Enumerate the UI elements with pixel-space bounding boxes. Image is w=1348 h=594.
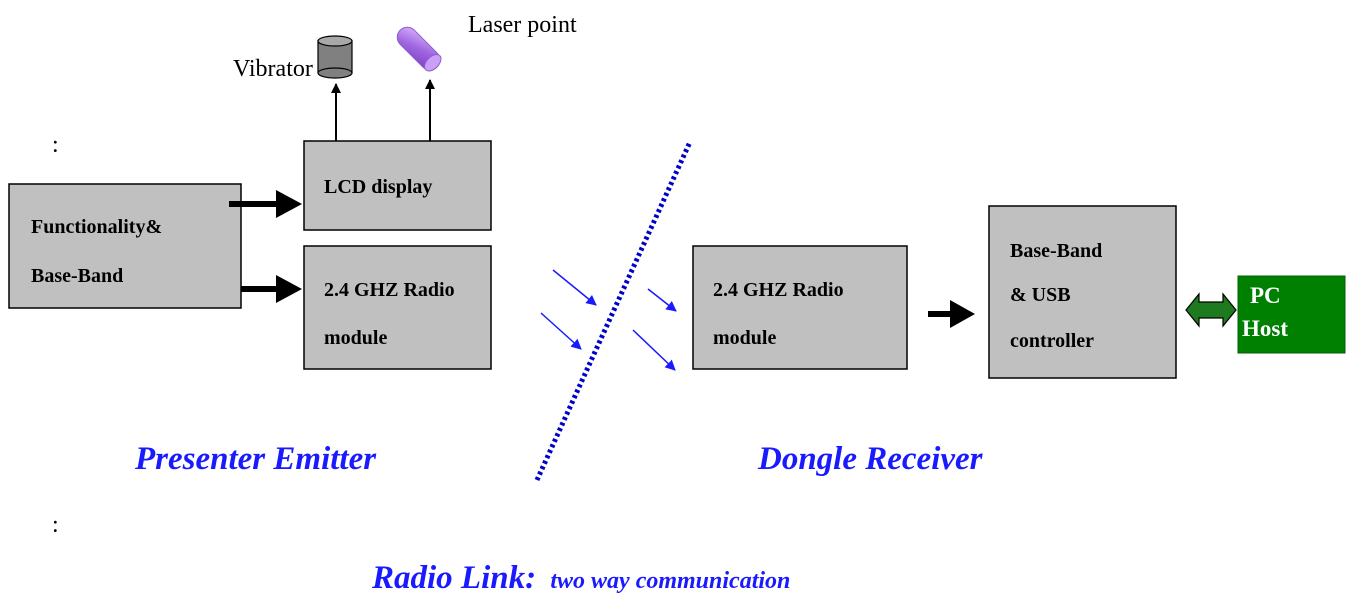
functionality-baseband-box: Functionality& Base-Band: [8, 183, 242, 309]
laser-pointer-icon: [396, 26, 442, 72]
receiver-radio-line1: 2.4 GHZ Radio: [713, 279, 844, 301]
radio-link-title: Radio Link: two way communication: [371, 560, 790, 594]
usb-controller-line3: controller: [1010, 330, 1094, 352]
colon-bottom: :: [52, 512, 59, 538]
emitter-radio-line2: module: [324, 327, 387, 349]
radio-wave-arrows: [540, 269, 677, 371]
to-radio-arrow: [241, 275, 302, 303]
radio-link-divider: [534, 140, 693, 482]
receiver-radio-module-box: 2.4 GHZ Radio module: [692, 245, 908, 370]
usb-controller-line1: Base-Band: [1010, 240, 1102, 262]
colon-top: :: [52, 132, 59, 158]
pc-host-line1: PC: [1250, 283, 1281, 308]
presenter-emitter-title: Presenter Emitter: [134, 441, 377, 477]
laser-point-label: Laser point: [468, 12, 577, 38]
baseband-usb-controller-box: Base-Band & USB controller: [988, 205, 1177, 379]
emitter-radio-module-box: 2.4 GHZ Radio module: [303, 245, 492, 370]
pc-host-line2: Host: [1242, 316, 1288, 341]
to-lcd-arrow: [229, 190, 302, 218]
usb-controller-line2: & USB: [1010, 284, 1071, 306]
radio-link-subtitle: two way communication: [550, 568, 790, 594]
functionality-line1: Functionality&: [31, 216, 162, 238]
radio-link-main: Radio Link:: [371, 560, 536, 594]
emitter-radio-line1: 2.4 GHZ Radio: [324, 279, 455, 301]
to-usb-controller-arrow: [928, 300, 975, 328]
vibrator-label: Vibrator: [233, 56, 313, 82]
vibrator-cylinder-icon: [317, 35, 353, 79]
lcd-display-label: LCD display: [324, 176, 432, 198]
pc-host-box: PC Host: [1237, 275, 1346, 354]
receiver-radio-line2: module: [713, 327, 776, 349]
lcd-display-box: LCD display: [303, 140, 492, 231]
functionality-line2: Base-Band: [31, 265, 123, 287]
dongle-receiver-title: Dongle Receiver: [757, 441, 984, 477]
double-arrow-icon: [1185, 292, 1237, 328]
